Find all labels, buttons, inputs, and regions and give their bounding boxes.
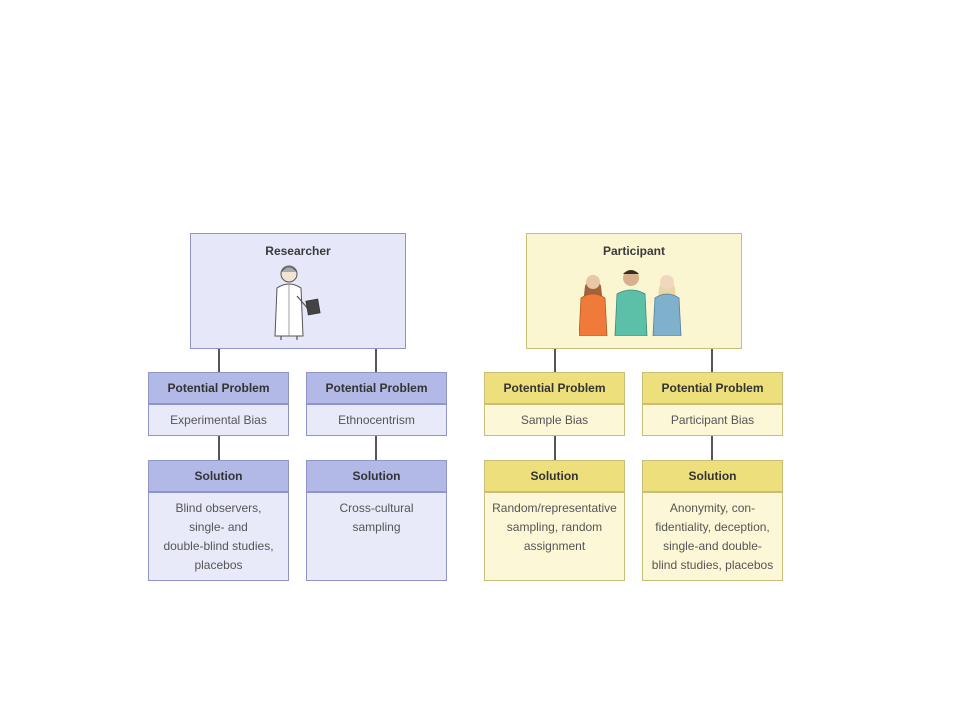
solution-line: sampling, random xyxy=(506,520,603,534)
problem-header: Potential Problem xyxy=(148,372,289,404)
solution-body: Random/representative sampling, random a… xyxy=(484,492,625,581)
problem-value: Sample Bias xyxy=(484,404,625,436)
solution-header: Solution xyxy=(484,460,625,492)
connector-line xyxy=(375,349,377,372)
solution-body: Blind observers, single- and double-blin… xyxy=(148,492,289,581)
solution-line: Blind observers, xyxy=(175,501,262,515)
solution-body: Anonymity, con- fidentiality, deception,… xyxy=(642,492,783,581)
participant-box: Participant xyxy=(526,233,742,349)
connector-line xyxy=(375,436,377,460)
solution-line: Random/representative xyxy=(492,501,617,515)
solution-body: Cross-cultural sampling xyxy=(306,492,447,581)
researcher-title: Researcher xyxy=(265,244,331,258)
solution-line: blind studies, placebos xyxy=(651,558,774,572)
problem-header: Potential Problem xyxy=(642,372,783,404)
connector-line xyxy=(218,436,220,460)
solution-header: Solution xyxy=(148,460,289,492)
connector-line xyxy=(711,436,713,460)
solution-line: assignment xyxy=(523,539,586,553)
researcher-box: Researcher xyxy=(190,233,406,349)
three-people-icon xyxy=(579,270,682,336)
solution-line: sampling xyxy=(352,520,401,534)
solution-line: fidentiality, deception, xyxy=(655,520,770,534)
solution-line: double-blind studies, xyxy=(163,539,274,553)
solution-header: Solution xyxy=(306,460,447,492)
problem-value: Ethnocentrism xyxy=(306,404,447,436)
solution-header: Solution xyxy=(642,460,783,492)
problem-value: Participant Bias xyxy=(642,404,783,436)
connector-line xyxy=(554,436,556,460)
problem-value: Experimental Bias xyxy=(148,404,289,436)
solution-line: Cross-cultural xyxy=(339,501,414,515)
connector-line xyxy=(711,349,713,372)
connector-line xyxy=(554,349,556,372)
solution-line: single-and double- xyxy=(663,539,762,553)
scientist-icon xyxy=(274,265,321,340)
solution-line: single- and xyxy=(189,520,248,534)
problem-header: Potential Problem xyxy=(306,372,447,404)
solution-line: Anonymity, con- xyxy=(669,501,756,515)
problem-header: Potential Problem xyxy=(484,372,625,404)
solution-line: placebos xyxy=(194,558,243,572)
connector-line xyxy=(218,349,220,372)
participant-title: Participant xyxy=(602,244,665,258)
